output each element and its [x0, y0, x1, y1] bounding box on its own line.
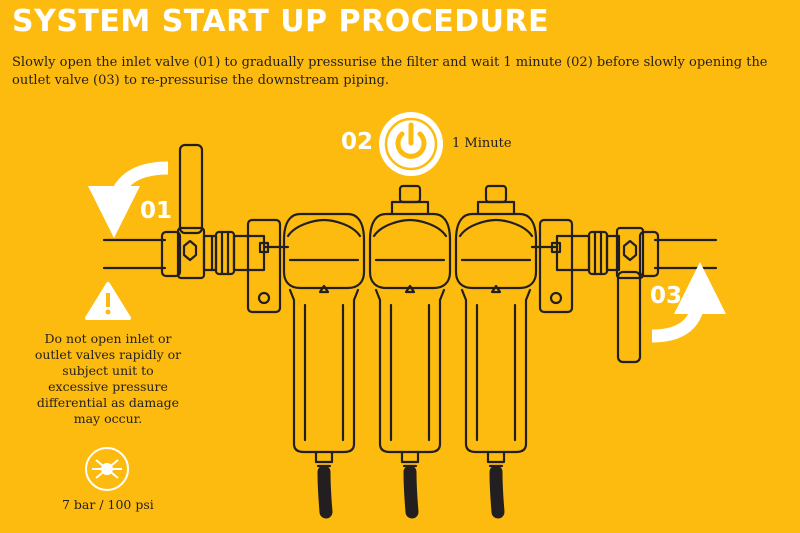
warning-text: Do not open inlet or outlet valves rapid…	[34, 331, 182, 426]
drain-hose-1	[317, 465, 333, 519]
step-01-label: 01	[140, 198, 173, 224]
outlet-pipe	[653, 238, 718, 270]
inlet-pipe	[102, 238, 167, 270]
procedure-instructions: Slowly open the inlet valve (01) to grad…	[12, 55, 768, 88]
drain-hose-3	[489, 465, 505, 519]
timer-label: 1 Minute	[452, 136, 512, 151]
step-02-label: 02	[341, 129, 374, 155]
pressure-rating-label: 7 bar / 100 psi	[62, 497, 154, 512]
filter-housing-2	[368, 184, 452, 468]
outlet-bracket	[530, 218, 574, 314]
step-03-label: 03	[650, 283, 683, 309]
inlet-bracket	[246, 218, 290, 314]
pressure-gauge-icon	[85, 447, 129, 491]
drain-hose-2	[403, 465, 419, 519]
outlet-open-arrow-icon	[651, 262, 726, 343]
inlet-open-arrow-icon	[88, 161, 169, 238]
warning-triangle-icon	[85, 282, 131, 320]
timer-icon	[379, 112, 443, 176]
filter-housing-1	[282, 212, 366, 468]
page-title: SYSTEM START UP PROCEDURE	[12, 4, 550, 39]
filter-housing-3	[454, 184, 538, 468]
